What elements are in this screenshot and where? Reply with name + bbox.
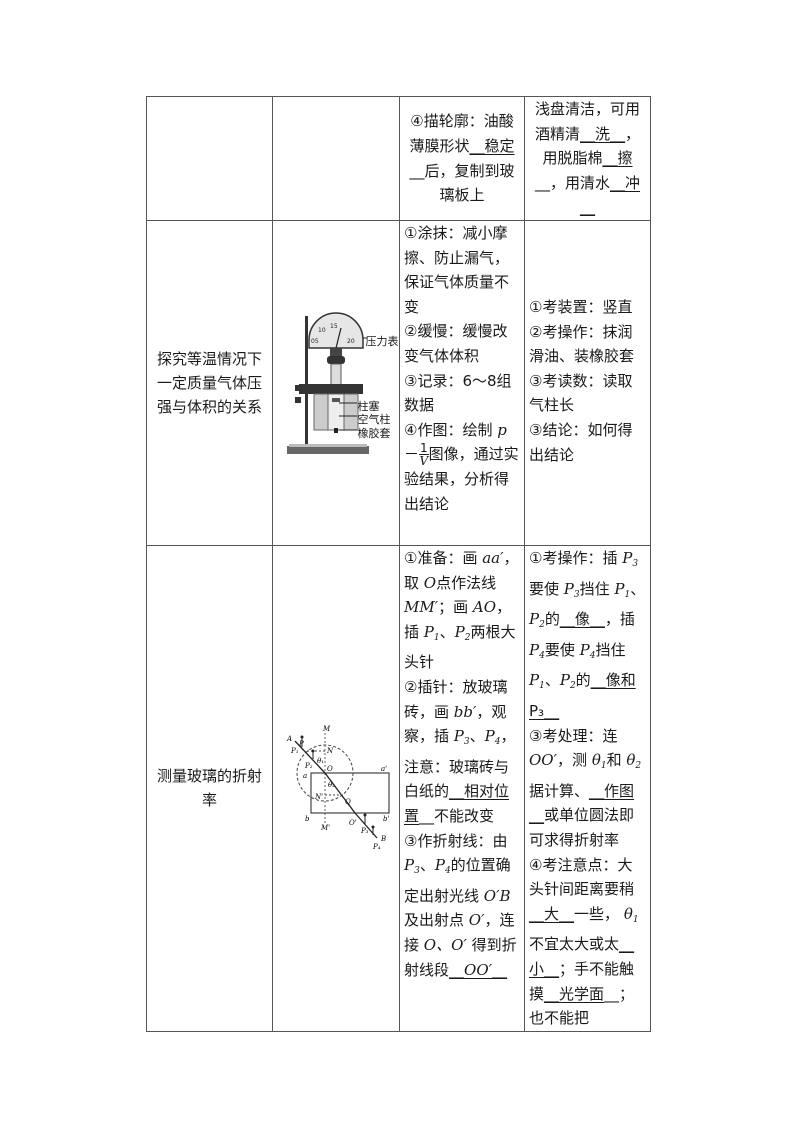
- svg-text:N: N: [326, 747, 334, 755]
- table-row: ①准备：画 ④描轮廓：油酸薄膜形状__稳定__后，复制到玻璃板上 浅盘清洁，可用…: [146, 96, 651, 221]
- glass-slab-refraction-diagram-icon: A M P P₁ N θ₁ P₂ O a a' N' θ₂ Q b M' O': [286, 725, 390, 851]
- experiment-title: 探究等温情况下一定质量气体压强与体积的关系: [156, 349, 262, 416]
- svg-text:P₁: P₁: [290, 747, 299, 755]
- svg-text:P₂: P₂: [304, 762, 313, 770]
- svg-text:O': O': [349, 819, 357, 827]
- svg-text:P₃: P₃: [360, 827, 369, 835]
- answer-blank: __光学面: [544, 984, 605, 1003]
- experiment-title: 测量玻璃的折射率: [156, 766, 262, 810]
- svg-text:B: B: [380, 835, 386, 843]
- answer-blank: __稳定: [469, 136, 515, 155]
- step-item: ②缓慢：缓慢改变气体体积: [404, 322, 508, 365]
- pressure-gauge-apparatus-icon: 10 15 05 20: [286, 312, 369, 454]
- row1-title-cell: [146, 96, 273, 221]
- svg-text:A: A: [286, 735, 292, 743]
- svg-text:M': M': [320, 824, 330, 832]
- row2-title-cell: 探究等温情况下一定质量气体压强与体积的关系: [146, 220, 273, 546]
- row1-steps-cell: ①准备：画 ④描轮廓：油酸薄膜形状__稳定__后，复制到玻璃板上: [399, 96, 525, 221]
- svg-text:θ₂: θ₂: [328, 781, 335, 789]
- piston-label: 柱塞: [357, 400, 380, 413]
- row3-title-cell: 测量玻璃的折射率: [146, 545, 273, 1032]
- answer-blank: __洗__: [579, 124, 625, 143]
- note-item: ③考处理：连 OO′，测 θ1和 θ2据计算、__作图__或单位圆法即可求得折射…: [529, 726, 642, 849]
- gauge-label: 压力表: [365, 335, 399, 348]
- svg-text:b: b: [305, 815, 310, 823]
- step-item: ①涂抹：减小摩擦、防止漏气，保证气体质量不变: [404, 224, 510, 316]
- svg-text:a: a: [303, 772, 307, 780]
- note-item: ③考读数：读取气柱长: [529, 371, 633, 415]
- note-item: ④考注意点：大头针间距离要稍__大__一些， θ1不宜太大或太__小__；手不能…: [529, 855, 639, 1028]
- experiment-table: ①准备：画 ④描轮廓：油酸薄膜形状__稳定__后，复制到玻璃板上 浅盘清洁，可用…: [146, 96, 651, 1032]
- answer-blank: __擦: [602, 149, 633, 168]
- text: ④描轮廓：油酸薄膜形状: [409, 112, 514, 155]
- boyle-apparatus-figure: 10 15 05 20: [277, 308, 399, 458]
- svg-text:15: 15: [330, 323, 338, 330]
- svg-text:M: M: [322, 725, 331, 733]
- step-item: ③记录：6～8组数据: [404, 371, 512, 415]
- answer-blank: __像__: [559, 610, 605, 629]
- answer-blank: __作图__: [529, 781, 635, 825]
- table-row: 测量玻璃的折射率: [146, 545, 651, 1032]
- answer-blank: __大__: [529, 904, 575, 923]
- note-item: ③结论：如何得出结论: [529, 420, 633, 464]
- step-item: ③作折射线：由P3、P4的位置确定出射光线 O′B及出射点 O′，连接 O、O′…: [404, 831, 517, 979]
- row1-figure-cell: [272, 96, 400, 221]
- svg-text:O: O: [327, 765, 333, 773]
- svg-text:Q: Q: [345, 798, 351, 806]
- note-item: ①考操作：插 P3要使 P3挡住 P1、P2的__像__，插 P4要使 P4挡住…: [529, 549, 646, 720]
- svg-text:b': b': [383, 815, 389, 823]
- step-item: ①准备：画 aa′，取 O点作法线 MM′；画 AO，插 P1、P2两根大头针: [404, 549, 519, 672]
- svg-text:θ₁: θ₁: [317, 757, 324, 765]
- answer-blank: __OO′__: [449, 960, 508, 979]
- svg-text:05: 05: [311, 338, 319, 345]
- row2-figure-cell: 10 15 05 20: [272, 220, 400, 546]
- row3-figure-cell: A M P P₁ N θ₁ P₂ O a a' N' θ₂ Q b M' O': [272, 545, 400, 1032]
- text: ，用脱脂棉: [542, 124, 641, 168]
- row3-steps-cell: ①准备：画 aa′，取 O点作法线 MM′；画 AO，插 P1、P2两根大头针 …: [399, 545, 525, 1032]
- row2-steps-cell: ①涂抹：减小摩擦、防止漏气，保证气体质量不变 ②缓慢：缓慢改变气体体积 ③记录：…: [399, 220, 525, 546]
- svg-text:a': a': [381, 765, 387, 773]
- row1-notes-cell: 浅盘清洁，可用酒精清__洗__，用脱脂棉__擦__，用清水__冲__: [524, 96, 651, 221]
- svg-text:P: P: [298, 740, 304, 748]
- note-item: ②考操作：抹润滑油、装橡胶套: [529, 322, 635, 366]
- note-item: ①考装置：竖直: [529, 298, 633, 316]
- svg-text:P₄: P₄: [372, 843, 381, 851]
- rubber-cap-label: 橡胶套: [357, 427, 391, 440]
- text: ，用清水: [549, 173, 610, 192]
- air-column-label: 空气柱: [357, 413, 391, 426]
- answer-blank: __小__: [529, 935, 635, 978]
- answer-blank: __相对位置: [404, 782, 510, 825]
- table-row: 探究等温情况下一定质量气体压强与体积的关系 10 15 05 20: [146, 220, 651, 546]
- text: 浅盘清洁，可用酒精清: [534, 100, 640, 143]
- text: 后，复制到玻璃板上: [424, 161, 515, 205]
- row2-notes-cell: ①考装置：竖直 ②考操作：抹润滑油、装橡胶套 ③考读数：读取气柱长 ③结论：如何…: [524, 220, 651, 546]
- answer-blank: __像和P₃__: [529, 671, 636, 720]
- svg-text:N': N': [314, 793, 323, 801]
- svg-text:10: 10: [318, 327, 326, 334]
- row3-notes-cell: ①考操作：插 P3要使 P3挡住 P1、P2的__像__，插 P4要使 P4挡住…: [524, 545, 651, 1032]
- refraction-figure: A M P P₁ N θ₁ P₂ O a a' N' θ₂ Q b M' O': [277, 723, 395, 853]
- step-item: ②插针：放玻璃砖，画 bb′，观察，插 P3、P4，注意：玻璃砖与白纸的__相对…: [404, 677, 516, 825]
- svg-text:20: 20: [347, 338, 355, 345]
- answer-blank: __冲: [610, 173, 641, 192]
